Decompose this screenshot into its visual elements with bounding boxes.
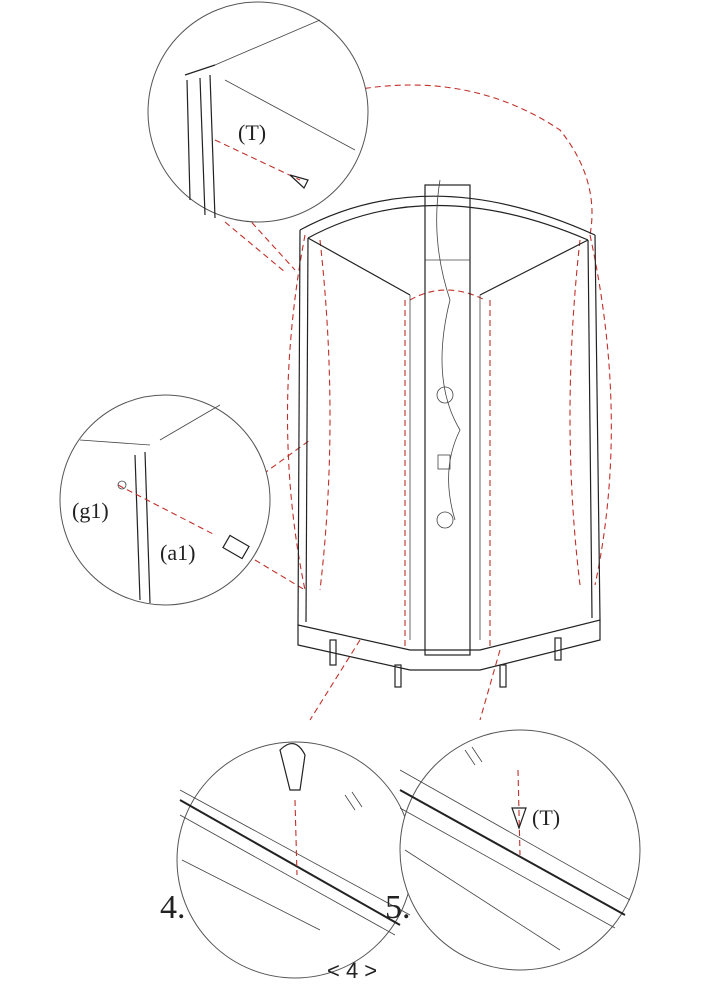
shower-head-hose	[436, 179, 461, 529]
drill-icon	[279, 743, 306, 791]
step-number-5: 5.	[385, 889, 411, 926]
step-number-4: 4.	[160, 889, 186, 926]
part-label-t-step5: (T)	[532, 805, 560, 830]
detail-step4-circle	[176, 741, 414, 979]
detail-left-circle: (g1) (a1)	[59, 394, 271, 606]
page-number: < 4 >	[327, 958, 377, 983]
screw-icon	[511, 807, 527, 830]
part-label-g1: (g1)	[72, 498, 109, 523]
part-label-t-top: (T)	[238, 120, 266, 145]
part-label-a1: (a1)	[160, 540, 195, 565]
detail-top-circle: (T)	[147, 1, 369, 223]
anchor-plug-icon	[289, 174, 309, 189]
shower-legs	[329, 637, 562, 688]
shower-enclosure	[297, 179, 601, 688]
detail-step5-circle: (T)	[399, 729, 641, 971]
wall-plug-icon	[222, 534, 250, 560]
